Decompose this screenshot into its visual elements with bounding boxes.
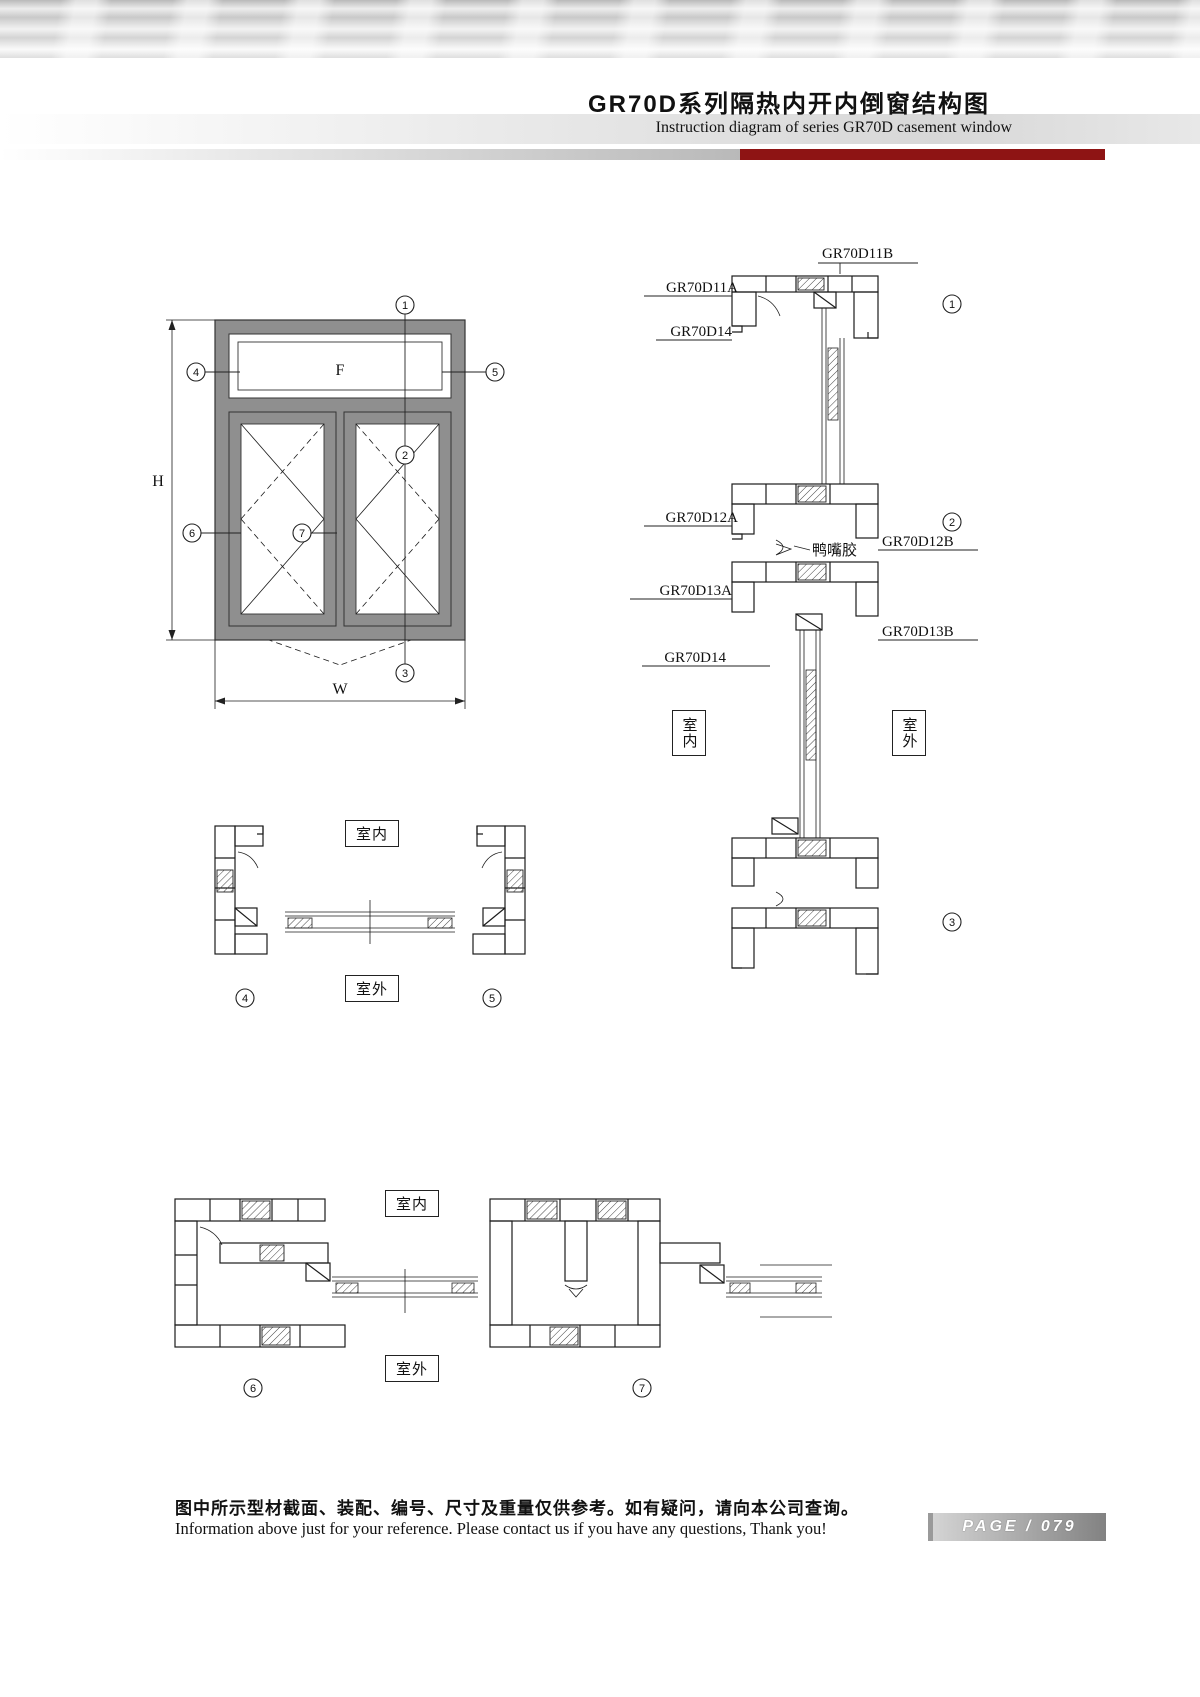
outdoor-label-box-h2: 室外 <box>385 1355 439 1382</box>
elevation-drawing: F H W 1 2 3 <box>152 295 505 709</box>
page-title: GR70D系列隔热内开内倒窗结构图 <box>587 91 990 118</box>
fixed-pane-label: F <box>336 362 345 379</box>
indoor-label-box-vertical: 室内 <box>672 710 706 756</box>
callout-leaders <box>201 314 486 664</box>
section-callout-6: 6 <box>243 1378 263 1398</box>
callout-5: 5 <box>485 362 505 382</box>
callout-4: 4 <box>186 362 206 382</box>
svg-text:7: 7 <box>639 1383 645 1395</box>
section-detail-3-profile <box>731 817 879 975</box>
section-callout-4: 4 <box>235 988 255 1008</box>
section-detail-5-profile <box>472 825 526 955</box>
callout-3: 3 <box>395 663 415 683</box>
label-gr70d11a: GR70D11A <box>666 280 738 296</box>
glass-unit-h2b <box>726 1264 832 1318</box>
svg-text:5: 5 <box>492 367 498 379</box>
header-subtitle-band <box>0 114 1200 144</box>
callout-1: 1 <box>395 295 415 315</box>
svg-text:4: 4 <box>242 993 248 1005</box>
callout-7: 7 <box>292 523 312 543</box>
svg-text:1: 1 <box>402 300 408 312</box>
footer-note-en: Information above just for your referenc… <box>175 1519 827 1538</box>
vertical-section-drawing: GR70D11B GR70D11A GR70D14 GR70D12A GR70D… <box>630 246 978 975</box>
window-frame <box>214 319 466 641</box>
glass-unit-h1 <box>285 900 455 944</box>
glass-unit-1 <box>821 308 845 484</box>
vertical-section-labels: GR70D11B GR70D11A GR70D14 GR70D12A GR70D… <box>630 246 978 667</box>
svg-text:2: 2 <box>402 450 408 462</box>
label-gr70d13b: GR70D13B <box>882 624 954 640</box>
label-gr70d11b: GR70D11B <box>822 246 893 262</box>
footer-note-cn: 图中所示型材截面、装配、编号、尺寸及重量仅供参考。如有疑问，请向本公司查询。 <box>175 1499 859 1518</box>
section-detail-6-profile <box>174 1198 346 1348</box>
label-gr70d13a: GR70D13A <box>659 583 732 599</box>
page-subtitle: Instruction diagram of series GR70D case… <box>655 119 1012 136</box>
indoor-label-box-h2: 室内 <box>385 1190 439 1217</box>
svg-text:5: 5 <box>489 993 495 1005</box>
svg-text:1: 1 <box>949 299 955 311</box>
label-gr70d14-top: GR70D14 <box>670 324 732 340</box>
glass-unit-2 <box>799 630 821 838</box>
svg-text:W: W <box>332 681 348 698</box>
svg-text:3: 3 <box>949 917 955 929</box>
label-gr70d12a: GR70D12A <box>665 510 738 526</box>
outdoor-label-box-vertical: 室外 <box>892 710 926 756</box>
svg-text:3: 3 <box>402 668 408 680</box>
horizontal-section-bottom-drawing: 6 7 <box>174 1198 832 1398</box>
svg-text:2: 2 <box>949 517 955 529</box>
svg-text:4: 4 <box>193 367 199 379</box>
callout-6: 6 <box>182 523 202 543</box>
section-detail-7-profile <box>489 1198 725 1348</box>
dimension-width: W <box>214 640 466 709</box>
label-gr70d12b: GR70D12B <box>882 534 954 550</box>
header-rule-red <box>740 149 1105 160</box>
svg-text:H: H <box>152 473 164 490</box>
svg-text:7: 7 <box>299 528 305 540</box>
section-detail-4-profile <box>214 825 268 955</box>
dimension-height: H <box>152 319 215 641</box>
section-callout-3: 3 <box>942 912 962 932</box>
callout-2: 2 <box>395 445 415 465</box>
header-rule-gray <box>0 149 740 160</box>
outdoor-label-box-h1: 室外 <box>345 975 399 1002</box>
horizontal-section-top-drawing: 4 5 <box>214 825 526 1008</box>
page-number-badge: PAGE / 079 <box>928 1513 1106 1541</box>
label-duckbill-seal: 鸭嘴胶 <box>812 542 857 559</box>
section-callout-7: 7 <box>632 1378 652 1398</box>
svg-text:6: 6 <box>189 528 195 540</box>
header-stripes <box>0 0 1200 58</box>
section-detail-1-profile <box>731 275 879 339</box>
glass-unit-h2a <box>332 1269 478 1313</box>
indoor-label-box-h1: 室内 <box>345 820 399 847</box>
svg-text:6: 6 <box>250 1383 256 1395</box>
label-gr70d14-bottom: GR70D14 <box>664 650 726 666</box>
section-detail-2-profile <box>731 483 879 631</box>
section-callout-2: 2 <box>942 512 962 532</box>
section-callout-5: 5 <box>482 988 502 1008</box>
section-callout-1: 1 <box>942 294 962 314</box>
